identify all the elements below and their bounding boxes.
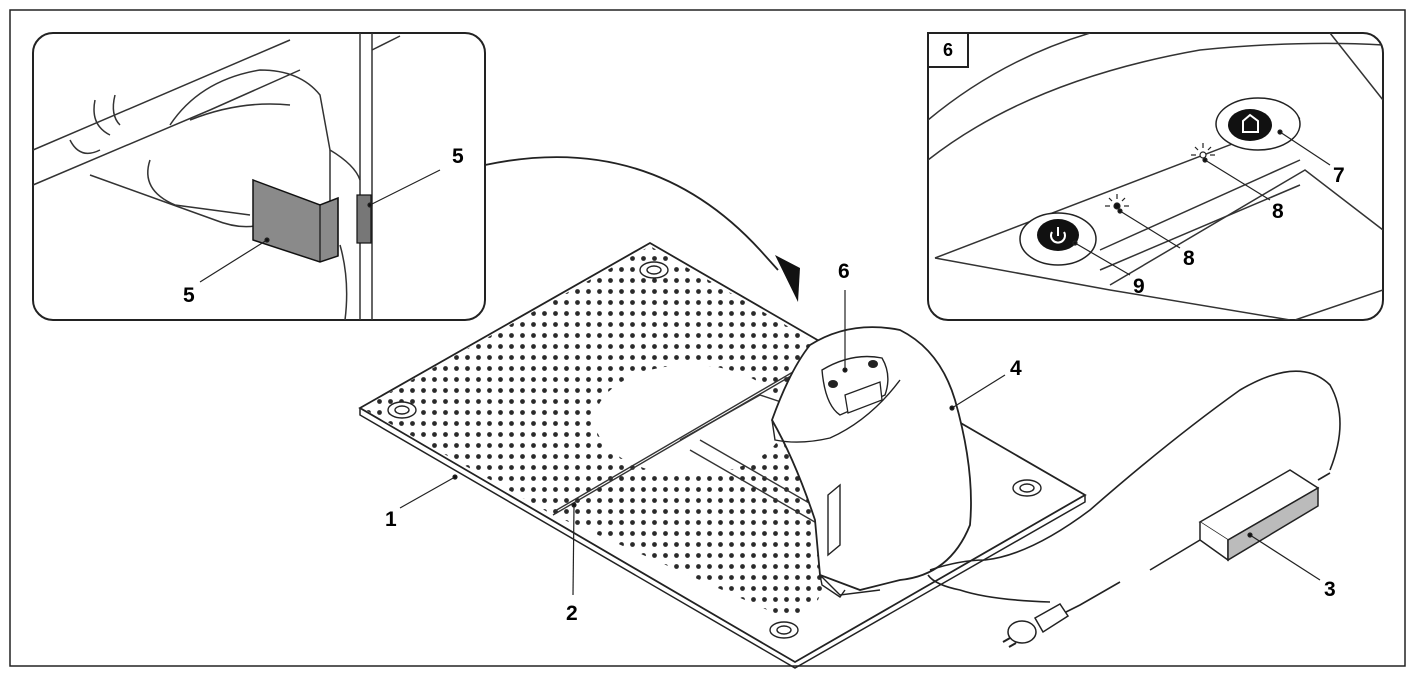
contact-plate-left <box>252 178 339 263</box>
charging-station-housing <box>771 326 972 598</box>
power-supply-unit <box>1149 469 1331 571</box>
callout-5-contact-right: 5 <box>452 145 464 168</box>
peg-holes <box>387 261 1042 639</box>
mains-plug <box>1002 581 1121 648</box>
home-icon <box>1242 113 1259 133</box>
callout-8-led-right: 8 <box>1272 200 1284 223</box>
figure-frame <box>9 9 1406 667</box>
callout-7-home-button: 7 <box>1333 164 1345 187</box>
led-indicator-2 <box>1191 143 1215 159</box>
home-button <box>1215 97 1301 151</box>
power-icon <box>1050 227 1066 244</box>
base-plate-seams <box>552 347 835 526</box>
callout-9-power-button: 9 <box>1133 275 1145 298</box>
low-voltage-cable <box>927 370 1341 603</box>
callout-1-base-plate: 1 <box>385 508 397 531</box>
callout-3-power-supply: 3 <box>1324 578 1336 601</box>
callout-4-housing: 4 <box>1010 357 1022 380</box>
inset-tag-box <box>927 32 969 68</box>
callout-5-contact-left: 5 <box>183 284 195 307</box>
leader-lines-inset <box>1072 129 1331 276</box>
inset-left-contact-detail <box>32 32 486 321</box>
contact-plate-right <box>356 194 372 244</box>
detail-arrow <box>484 156 800 302</box>
callout-2-seam: 2 <box>566 602 578 625</box>
callout-6-control-panel: 6 <box>838 260 850 283</box>
callout-8-led-left: 8 <box>1183 247 1195 270</box>
inset-right-control-panel: 6 <box>927 32 1384 321</box>
station-control-panel <box>821 355 889 416</box>
power-button <box>1019 212 1097 266</box>
inset-tag-label: 6 <box>943 40 953 60</box>
leader-lines-main <box>199 169 1321 596</box>
led-indicator-1 <box>1105 194 1129 210</box>
